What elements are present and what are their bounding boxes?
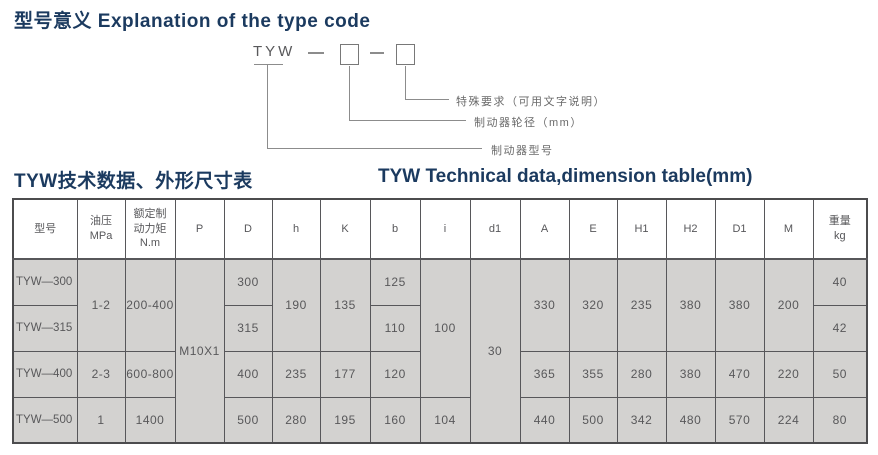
- connector-wheel-vertical: [349, 66, 350, 120]
- header-weight: 重量 kg: [812, 198, 868, 260]
- cell-model-tyw500: TYW—500: [12, 396, 78, 444]
- cell-i: 100: [419, 258, 471, 398]
- cell-d: 500: [223, 396, 273, 444]
- header-k: K: [319, 198, 371, 260]
- cell-a: 330: [519, 258, 570, 352]
- cell-m: 200: [763, 258, 814, 352]
- header-d: D: [223, 198, 273, 260]
- header-b: b: [369, 198, 421, 260]
- cell-model-tyw315: TYW—315: [12, 304, 78, 352]
- table-title-chinese: TYW技术数据、外形尺寸表: [14, 171, 253, 192]
- cell-d1-upper: 570: [714, 396, 765, 444]
- cell-d1-lower: 30: [469, 258, 521, 444]
- header-d1-upper: D1: [714, 198, 765, 260]
- cell-h2: 380: [665, 350, 716, 398]
- code-underline: [254, 64, 283, 65]
- table-title-english: TYW Technical data,dimension table(mm): [378, 166, 753, 187]
- cell-h: 235: [271, 350, 321, 398]
- connector-model-horizontal: [267, 148, 482, 149]
- cell-m: 220: [763, 350, 814, 398]
- cell-torque: 200-400: [124, 258, 176, 352]
- cell-weight: 40: [812, 258, 868, 306]
- label-brake-model: 制动器型号: [491, 145, 554, 157]
- header-model: 型号: [12, 198, 78, 260]
- connector-model-vertical: [267, 65, 268, 148]
- code-box-wheel: [340, 44, 359, 65]
- code-box-special: [396, 44, 415, 65]
- cell-e: 500: [568, 396, 618, 444]
- header-h1: H1: [616, 198, 667, 260]
- table-row: TYW—300 1-2 200-400 M10X1 300 190 135 12…: [12, 258, 868, 444]
- header-i: i: [419, 198, 471, 260]
- type-code-diagram: TYW 特殊要求（可用文字说明） 制动器轮径（mm） 制动器型号: [0, 0, 878, 160]
- cell-e: 355: [568, 350, 618, 398]
- cell-b: 125: [369, 258, 421, 306]
- cell-a: 440: [519, 396, 570, 444]
- cell-h: 280: [271, 396, 321, 444]
- cell-k: 195: [319, 396, 371, 444]
- cell-h1: 235: [616, 258, 667, 352]
- header-h2: H2: [665, 198, 716, 260]
- cell-m: 224: [763, 396, 814, 444]
- cell-pressure: 1-2: [76, 258, 126, 352]
- cell-i: 104: [419, 396, 471, 444]
- cell-h1: 342: [616, 396, 667, 444]
- cell-torque: 1400: [124, 396, 176, 444]
- header-oil-pressure: 油压 MPa: [76, 198, 126, 260]
- cell-p: M10X1: [174, 258, 225, 444]
- cell-pressure: 2-3: [76, 350, 126, 398]
- cell-a: 365: [519, 350, 570, 398]
- label-special-requirement: 特殊要求（可用文字说明）: [456, 96, 606, 108]
- cell-k: 135: [319, 258, 371, 352]
- cell-weight: 80: [812, 396, 868, 444]
- cell-h1: 280: [616, 350, 667, 398]
- header-p: P: [174, 198, 225, 260]
- cell-h2: 480: [665, 396, 716, 444]
- cell-d1-upper: 470: [714, 350, 765, 398]
- connector-wheel-horizontal: [349, 120, 466, 121]
- header-rated-torque: 额定制 动力矩 N.m: [124, 198, 176, 260]
- table-row: TYW—400 2-3 600-800 400 235 177 120 365 …: [12, 350, 868, 398]
- cell-model-tyw400: TYW—400: [12, 350, 78, 398]
- header-d1-lower: d1: [469, 198, 521, 260]
- connector-special-vertical: [405, 66, 406, 99]
- dash-line-2: [370, 52, 384, 54]
- cell-e: 320: [568, 258, 618, 352]
- cell-weight: 50: [812, 350, 868, 398]
- cell-d: 315: [223, 304, 273, 352]
- cell-d: 300: [223, 258, 273, 306]
- dash-line-1: [308, 52, 324, 54]
- cell-h2: 380: [665, 258, 716, 352]
- cell-b: 160: [369, 396, 421, 444]
- cell-d: 400: [223, 350, 273, 398]
- technical-data-table: 型号 油压 MPa 额定制 动力矩 N.m P D h K b i d1 A E…: [12, 198, 868, 444]
- cell-pressure: 1: [76, 396, 126, 444]
- label-brake-wheel-diameter: 制动器轮径（mm）: [474, 117, 583, 129]
- type-code-text: TYW: [253, 43, 296, 60]
- connector-special-horizontal: [405, 99, 449, 100]
- cell-torque: 600-800: [124, 350, 176, 398]
- table-header-row: 型号 油压 MPa 额定制 动力矩 N.m P D h K b i d1 A E…: [12, 198, 868, 260]
- header-m: M: [763, 198, 814, 260]
- table-row: TYW—315 315 110 42: [12, 304, 868, 352]
- cell-k: 177: [319, 350, 371, 398]
- cell-model-tyw300: TYW—300: [12, 258, 78, 306]
- header-a: A: [519, 198, 570, 260]
- cell-b: 110: [369, 304, 421, 352]
- cell-h: 190: [271, 258, 321, 352]
- header-e: E: [568, 198, 618, 260]
- header-h: h: [271, 198, 321, 260]
- page-title: 型号意义 Explanation of the type code: [14, 11, 371, 32]
- cell-weight: 42: [812, 304, 868, 352]
- cell-d1-upper: 380: [714, 258, 765, 352]
- table-row: TYW—500 1 1400 500 280 195 160 104 440 5…: [12, 396, 868, 444]
- cell-b: 120: [369, 350, 421, 398]
